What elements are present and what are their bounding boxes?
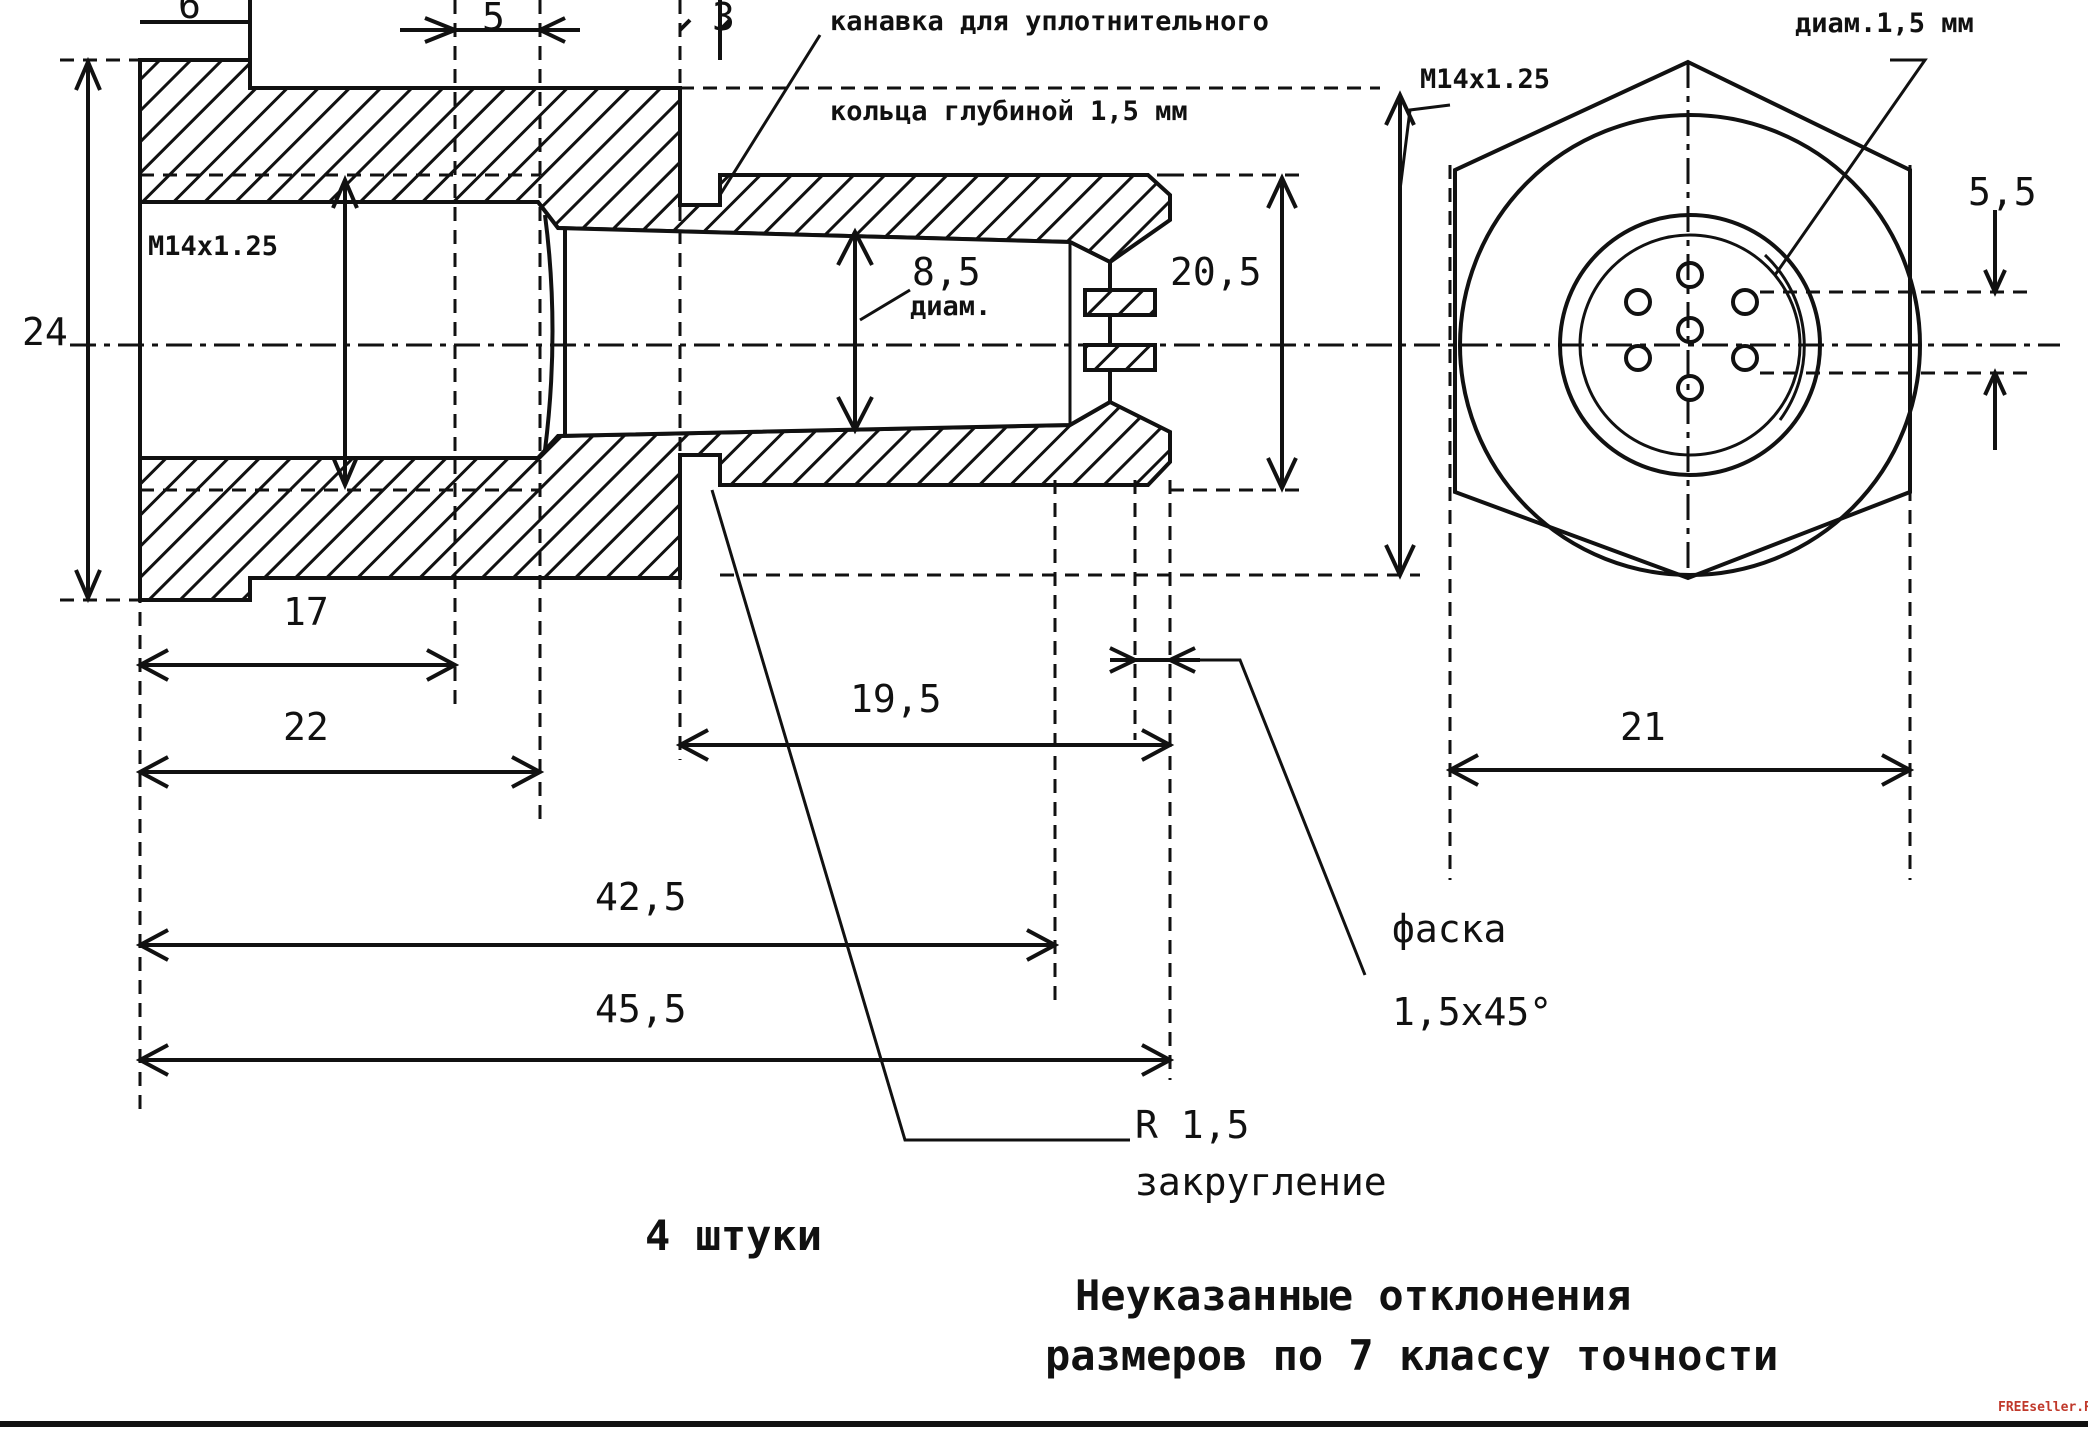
chamfer-word: фаска <box>1392 907 1506 951</box>
radius-word: закругление <box>1135 1160 1387 1204</box>
vent-holes <box>1624 261 1759 402</box>
groove-note-line2: кольца глубиной 1,5 мм <box>830 96 1188 127</box>
dim-45-5: 45,5 <box>595 987 687 1031</box>
dimension-lines <box>74 0 2030 1077</box>
dim-19-5: 19,5 <box>850 677 942 721</box>
groove-upper <box>678 88 720 207</box>
dim-6: 6 <box>178 0 201 27</box>
tolerance-note-line2: размеров по 7 классу точности <box>1045 1331 1778 1380</box>
dim-22: 22 <box>283 705 329 749</box>
end-view <box>1453 59 1922 581</box>
hole-diam-note: диам.1,5 мм <box>1795 8 1974 39</box>
quantity-note: 4 штуки <box>645 1211 822 1260</box>
radius-value: R 1,5 <box>1135 1103 1249 1147</box>
groove-lower <box>678 453 720 578</box>
labels: 6 5 3 канавка для уплотнительного кольца… <box>22 0 2088 1415</box>
dim-8-5: 8,5 <box>912 250 981 294</box>
dim-20-5: 20,5 <box>1170 250 1262 294</box>
side-section-view <box>138 58 1380 602</box>
watermark: FREEseller.RU <box>1998 1400 2088 1415</box>
dim-3: 3 <box>712 0 735 39</box>
dim-42-5: 42,5 <box>595 875 687 919</box>
thread-label-right: M14x1.25 <box>1420 64 1550 95</box>
diam-word: диам. <box>910 291 991 322</box>
chamfer-value: 1,5x45° <box>1392 990 1552 1034</box>
dim-21: 21 <box>1620 705 1666 749</box>
groove-note-line1: канавка для уплотнительного <box>830 6 1269 37</box>
dim-24: 24 <box>22 310 68 354</box>
leader-lines <box>710 34 1928 1142</box>
dim-5: 5 <box>482 0 505 39</box>
thread-outer-circle <box>1458 113 1922 577</box>
dim-5-5: 5,5 <box>1968 170 2037 214</box>
dim-17: 17 <box>283 590 329 634</box>
tolerance-note-line1: Неуказанные отклонения <box>1075 1271 1631 1320</box>
thread-label-left: M14x1.25 <box>148 231 278 262</box>
